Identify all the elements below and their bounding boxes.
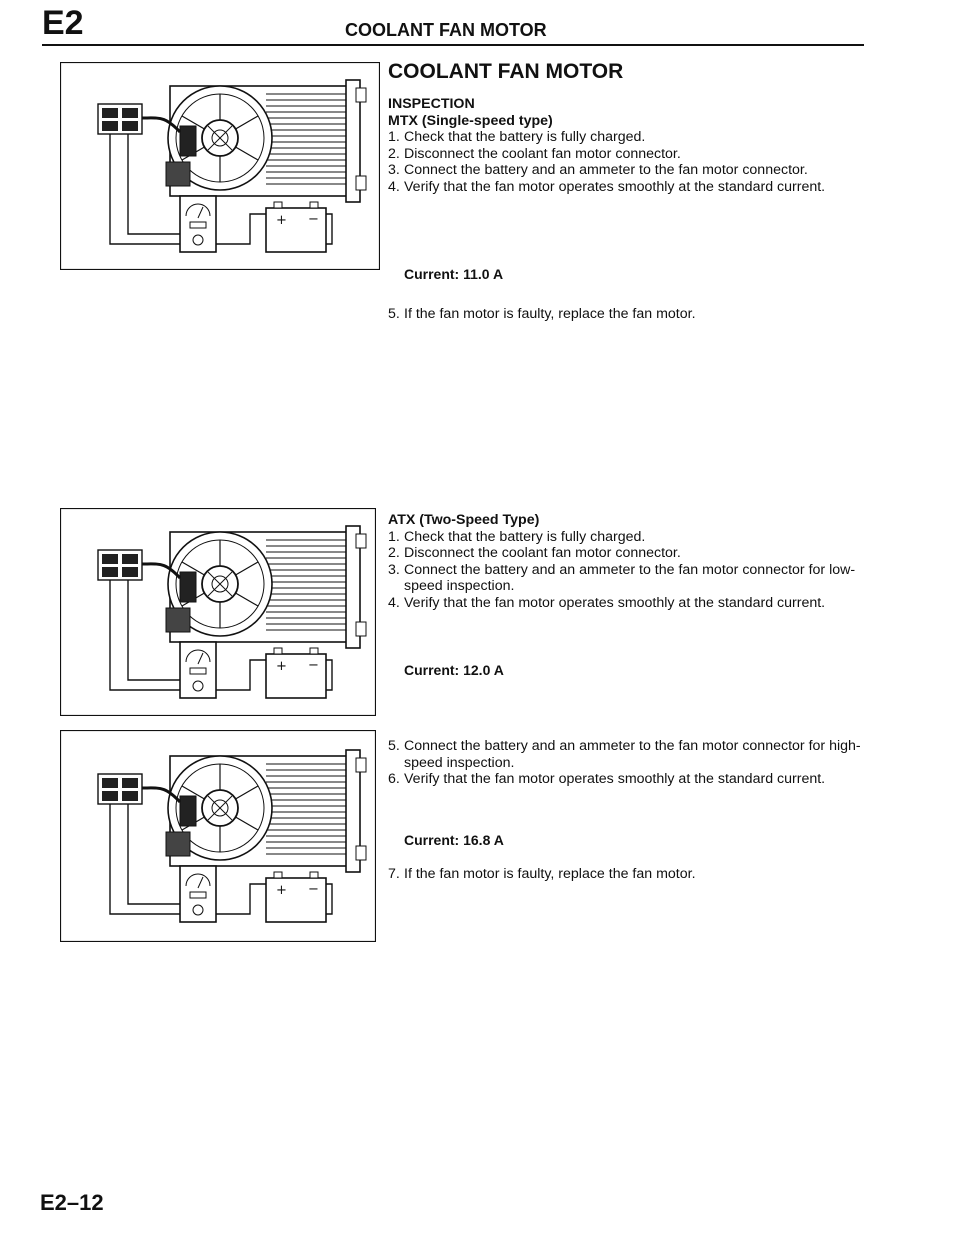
atx-final-step: 7.If the fan motor is faulty, replace th… xyxy=(388,866,696,882)
header-rule xyxy=(42,44,864,46)
section-code: E2 xyxy=(42,4,84,42)
atx-step: 3.Connect the battery and an ammeter to … xyxy=(388,561,856,595)
atx-step: 5.Connect the battery and an ammeter to … xyxy=(388,738,861,771)
figure-mtx xyxy=(59,61,381,271)
atx-heading: ATX (Two-Speed Type) xyxy=(388,512,540,528)
figure-atx-high xyxy=(59,729,377,943)
mtx-heading: MTX (Single-speed type) xyxy=(388,112,553,129)
atx-step: 1.Check that the battery is fully charge… xyxy=(388,528,646,545)
fan-circuit-diagram-mtx xyxy=(59,61,381,271)
atx-block: ATX (Two-Speed Type) 1.Check that the ba… xyxy=(388,512,870,612)
mtx-step: 1.Check that the battery is fully charge… xyxy=(388,129,646,146)
section-title: COOLANT FAN MOTOR xyxy=(388,60,624,83)
figure-atx-low xyxy=(59,507,377,717)
fan-circuit-diagram-atx-high xyxy=(59,729,377,943)
atx-step: 6.Verify that the fan motor operates smo… xyxy=(388,771,826,788)
atx-spec-high: Current: 16.8 A xyxy=(404,832,504,848)
mtx-step: 2.Disconnect the coolant fan motor conne… xyxy=(388,145,681,162)
mtx-block: INSPECTION MTX (Single-speed type) 1.Che… xyxy=(388,96,870,196)
atx-spec-low: Current: 12.0 A xyxy=(404,662,504,678)
atx-step: 4.Verify that the fan motor operates smo… xyxy=(388,594,826,611)
mtx-final-step: 5.If the fan motor is faulty, replace th… xyxy=(388,306,696,322)
mtx-step: 4.Verify that the fan motor operates smo… xyxy=(388,178,826,195)
mtx-spec: Current: 11.0 A xyxy=(404,266,504,282)
atx-step: 2.Disconnect the coolant fan motor conne… xyxy=(388,545,681,562)
header-title: COOLANT FAN MOTOR xyxy=(345,20,547,40)
page-number: E2–12 xyxy=(40,1190,104,1215)
atx-high-block: 5.Connect the battery and an ammeter to … xyxy=(388,738,870,788)
fan-circuit-diagram-atx-low xyxy=(59,507,377,717)
inspection-heading: INSPECTION xyxy=(388,96,475,112)
mtx-step: 3.Connect the battery and an ammeter to … xyxy=(388,162,808,179)
